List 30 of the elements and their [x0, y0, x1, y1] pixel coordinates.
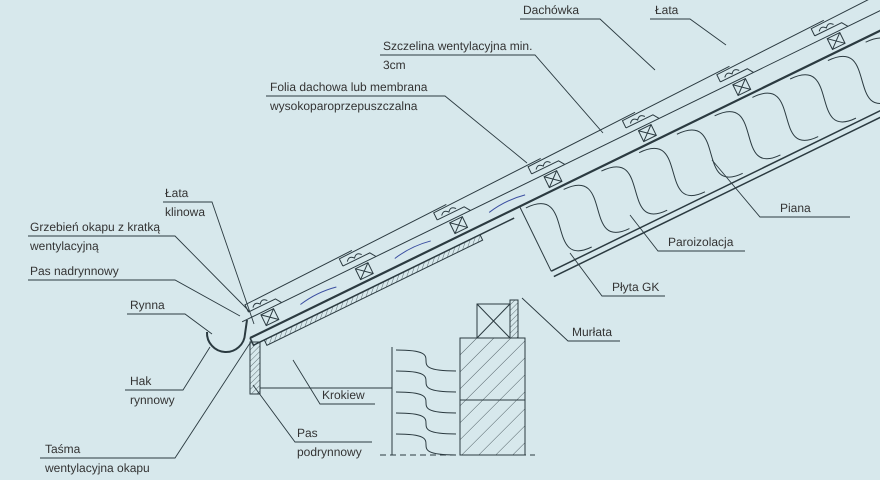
part-label: Murłata — [572, 323, 632, 342]
leader-line — [522, 298, 620, 342]
leader-line — [380, 54, 604, 134]
part-label: Taśma wentylacyjna okapu — [45, 440, 150, 478]
leader-line — [266, 96, 528, 164]
part-label: Rynna — [130, 296, 190, 315]
leader-line — [124, 346, 210, 390]
part-label: Piana — [780, 199, 850, 218]
part-label: Pas podrynnowy — [297, 424, 377, 462]
leader-line — [650, 18, 726, 46]
leader-line — [40, 340, 252, 458]
leader-line — [28, 236, 250, 312]
part-label: Łata — [655, 1, 715, 20]
part-label: Hak rynnowy — [130, 372, 190, 410]
leader-line — [126, 314, 212, 334]
leader-line — [520, 18, 656, 70]
leader-line — [252, 384, 372, 442]
part-label: Szczelina wentylacyjna min. 3cm — [383, 37, 533, 75]
leader-line — [292, 360, 376, 404]
part-label: Folia dachowa lub membrana wysokoparoprzepuszczalna — [270, 78, 430, 116]
leader-line — [712, 160, 850, 218]
part-label: Dachówka — [523, 1, 613, 20]
leader-line — [570, 252, 666, 296]
part-label: Paroizolacja — [668, 233, 748, 252]
part-label: Pas nadrynnowy — [30, 262, 120, 281]
leader-line — [162, 202, 254, 324]
part-label: Płyta GK — [612, 278, 672, 297]
part-label: Krokiew — [322, 386, 382, 405]
leader-line — [28, 280, 240, 316]
leader-line — [630, 214, 746, 252]
